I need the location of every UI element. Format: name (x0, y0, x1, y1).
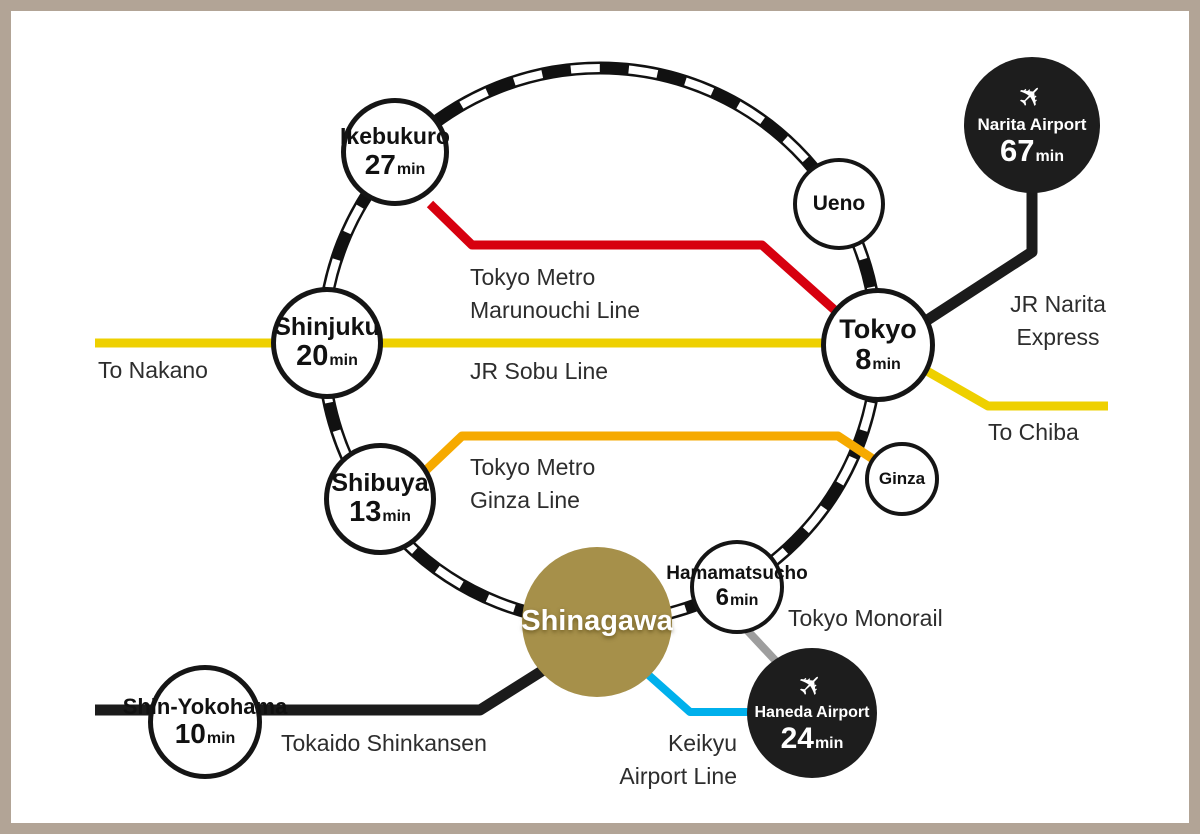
plane-icon: ✈ (1011, 75, 1053, 117)
narita-express-label: JR Narita Express (1010, 291, 1106, 350)
to-nakano-label: To Nakano (98, 357, 208, 383)
shinkansen-label: Tokaido Shinkansen (281, 730, 487, 756)
station-name: Shinjuku (274, 312, 380, 341)
narita-express-line (909, 178, 1038, 335)
ginza-line (418, 431, 885, 478)
station-name: Hamamatsucho (666, 562, 808, 584)
station-name: Shin-Yokohama (122, 693, 288, 719)
marunouchi-line-label: Tokyo Metro Marunouchi Line (470, 264, 641, 323)
station-name: Ginza (878, 469, 926, 489)
station-name: Shibuya (331, 468, 429, 497)
airport-name: Narita Airport (977, 114, 1087, 134)
ginza-line-label: Tokyo Metro Ginza Line (470, 454, 596, 513)
station-name: Shinagawa (521, 605, 673, 638)
monorail-label: Tokyo Monorail (788, 605, 943, 631)
to-chiba-label: To Chiba (988, 419, 1079, 445)
marunouchi-line (426, 200, 852, 326)
station-name: Tokyo (839, 313, 917, 344)
station-shinagawa-hub: Shinagawa (521, 547, 673, 697)
station-ginza: Ginza (865, 442, 939, 516)
keikyu-line-label: Keikyu Airport Line (619, 730, 737, 789)
airport-name: Haneda Airport (754, 703, 870, 721)
station-ueno: Ueno (793, 158, 885, 250)
sobu-line-label: JR Sobu Line (470, 358, 609, 384)
station-name: Ikebukuro (340, 123, 450, 150)
plane-icon: ✈ (791, 664, 833, 706)
jr-sobu-line (95, 338, 1108, 411)
station-name: Ueno (812, 191, 866, 215)
keikyu-airport-line (632, 660, 762, 716)
